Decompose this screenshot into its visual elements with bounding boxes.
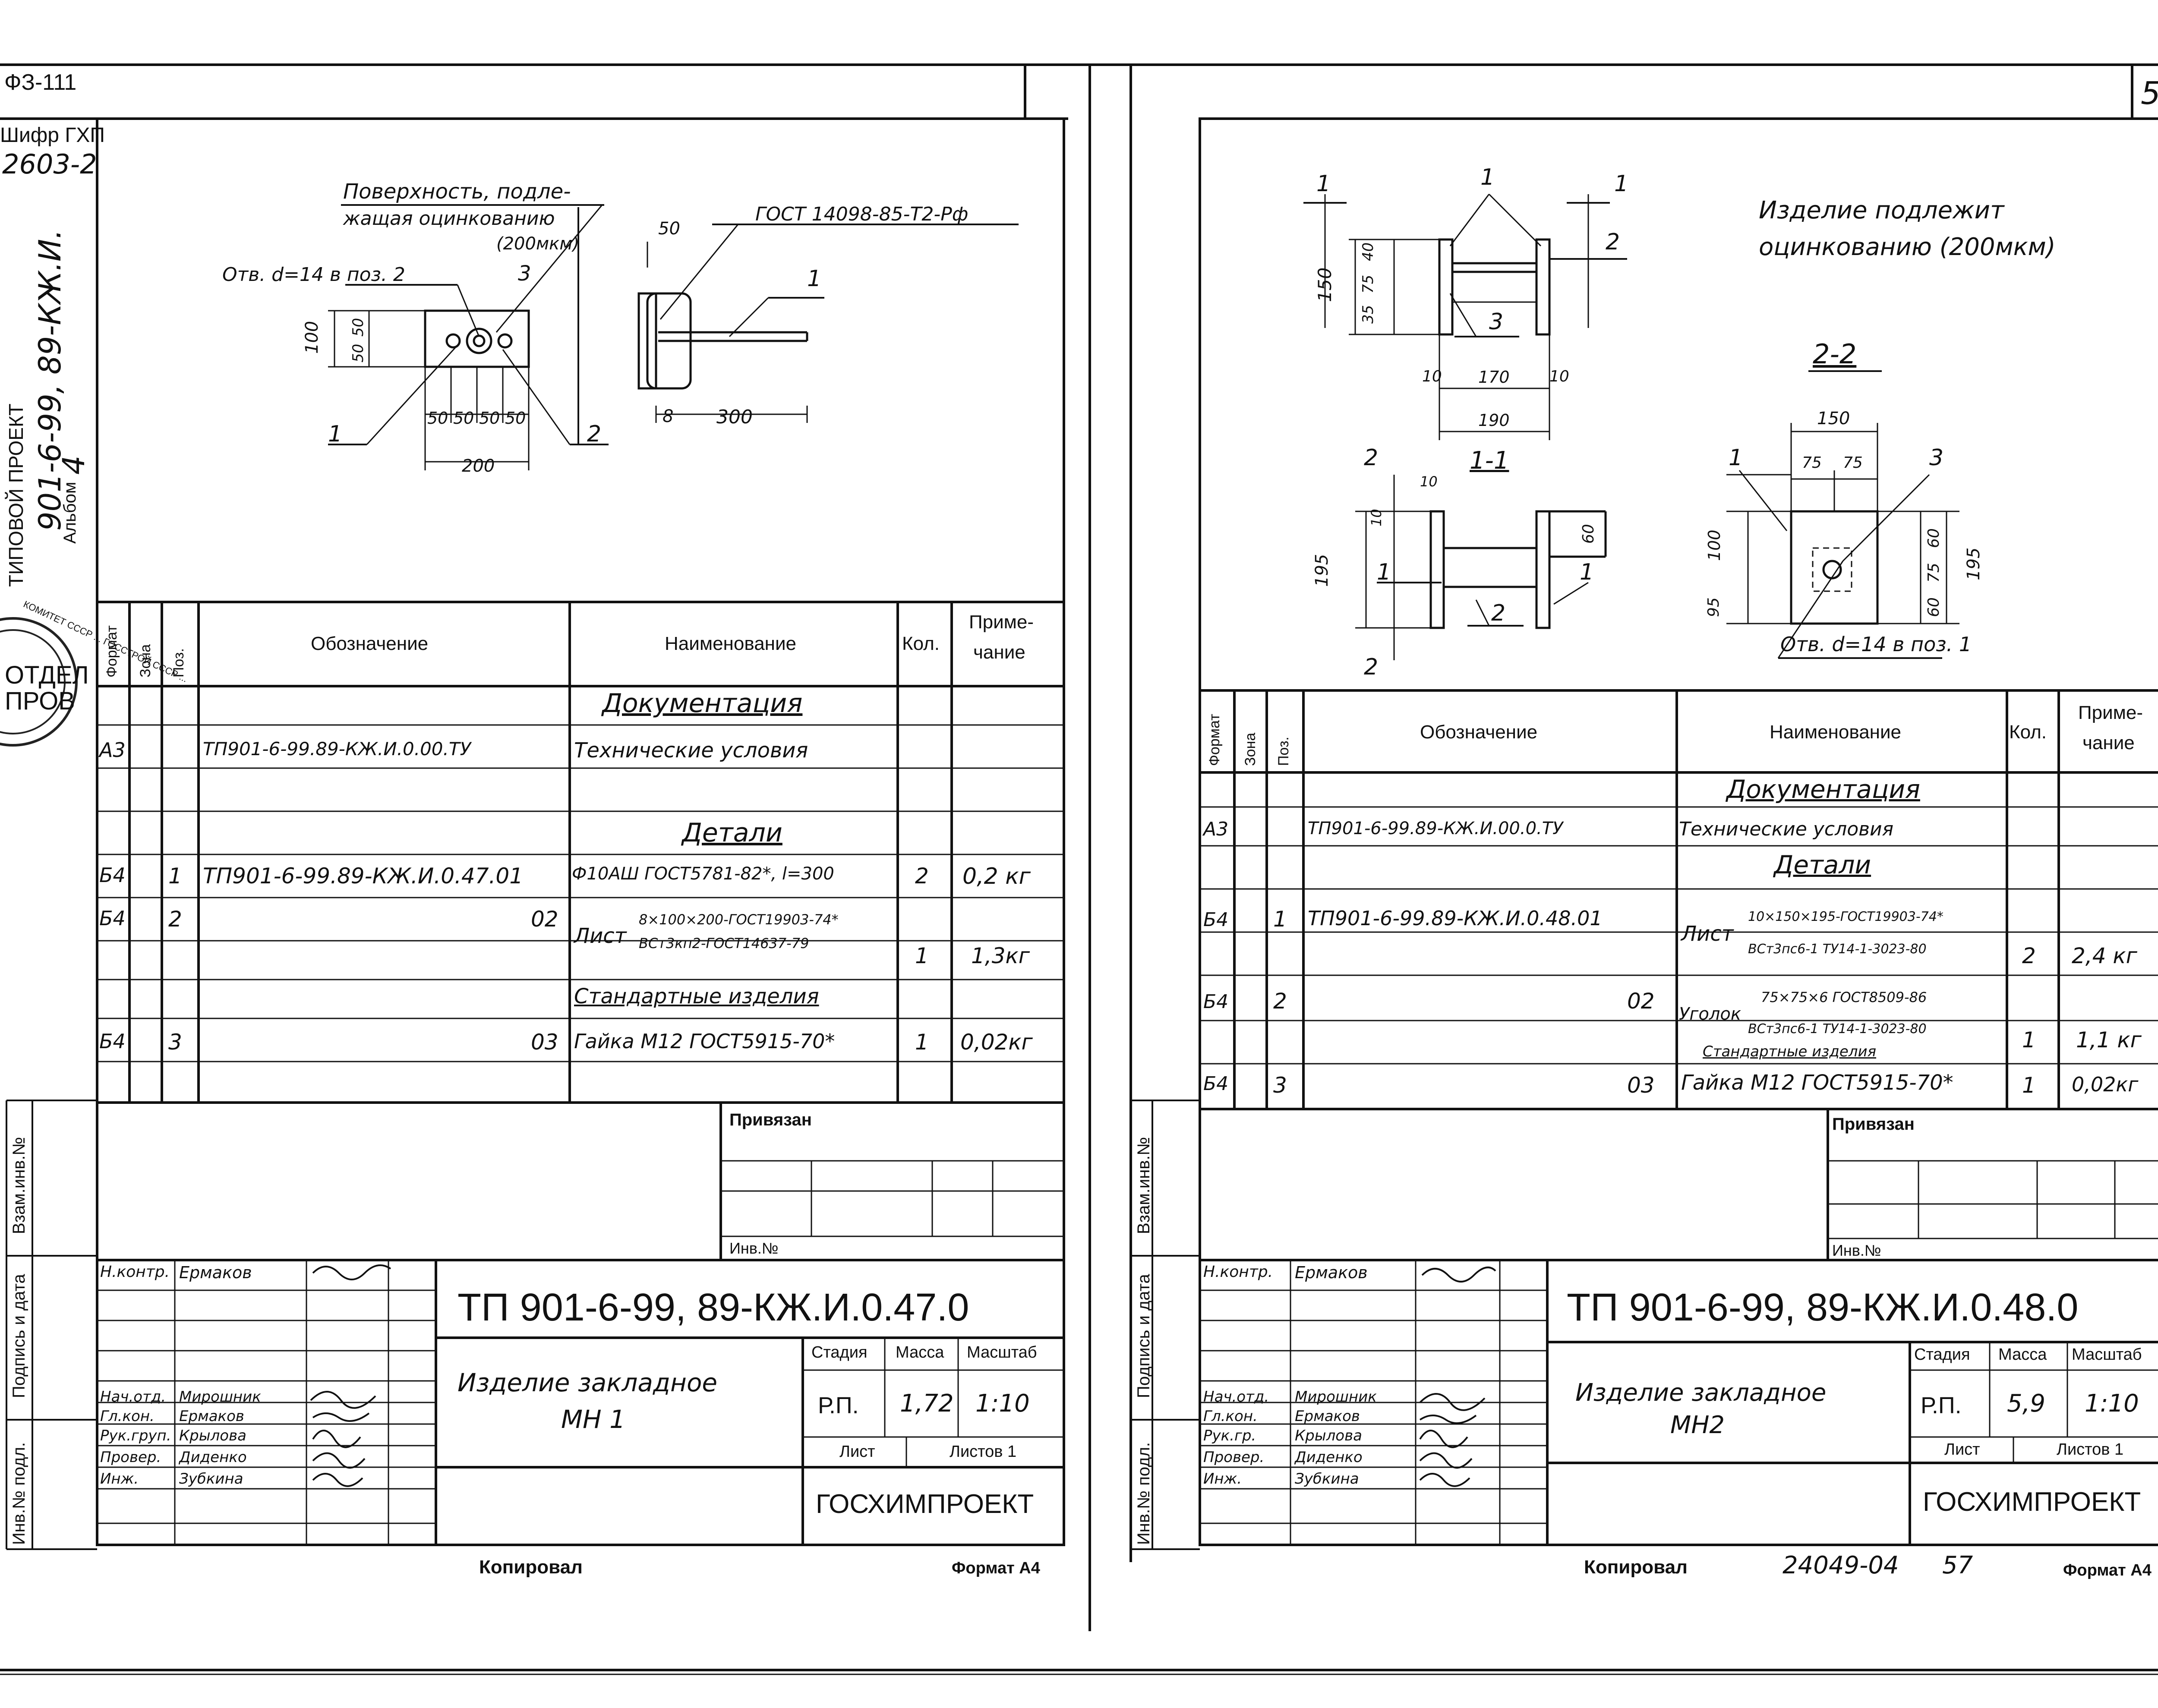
- sheet-code: ФЗ-111: [4, 70, 77, 95]
- right-document-code: ТП 901-6-99, 89-КЖ.И.0.48.0: [1567, 1286, 2079, 1329]
- shifr-label: Шифр ГХП: [0, 124, 105, 147]
- archive-number: 24049-04: [1783, 1551, 1899, 1579]
- page-number: 56: [2141, 78, 2158, 109]
- left-copy-label: Копировал: [479, 1557, 583, 1578]
- shifr-value: 2603-2: [2, 148, 97, 180]
- archive-page: 57: [1942, 1551, 1973, 1579]
- left-org-name: ГОСХИМПРОЕКТ: [816, 1489, 1034, 1519]
- right-part-drawing: [1303, 193, 1959, 660]
- left-format-label: Формат А4: [952, 1559, 1040, 1577]
- left-document-code: ТП 901-6-99, 89-КЖ.И.0.47.0: [457, 1286, 969, 1329]
- right-org-name: ГОСХИМПРОЕКТ: [1923, 1487, 2141, 1517]
- left-part-drawing: [328, 204, 1019, 470]
- right-format-label: Формат А4: [2063, 1561, 2152, 1579]
- right-copy-label: Копировал: [1584, 1557, 1688, 1578]
